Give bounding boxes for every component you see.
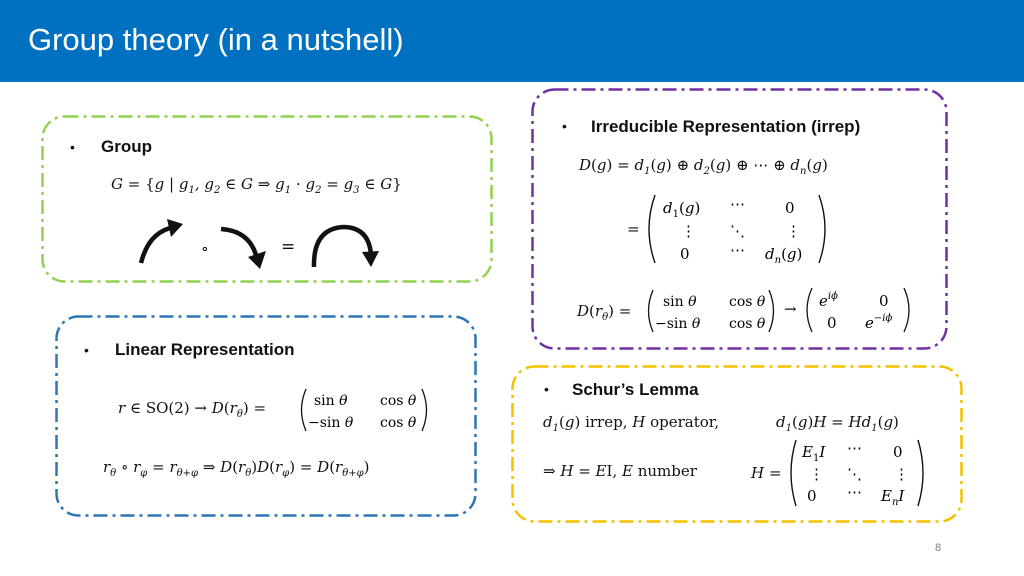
svg-text:sin θ: sin θ (314, 393, 348, 409)
svg-text:0: 0 (893, 443, 903, 461)
block-diagonal-matrix: d1(g) ⋯ 0 ⋮ ⋱ ⋮ 0 ⋯ dn(g) (648, 194, 826, 266)
svg-text:⋯: ⋯ (730, 195, 745, 213)
irrep-heading: Irreducible Representation (irrep) (591, 117, 861, 136)
irrep-box: • Irreducible Representation (irrep) D(g… (531, 88, 948, 350)
group-definition: G = {g | g1, g2 ∈ G ⇒ g1 · g2 = g3 ∈ G} (111, 175, 402, 196)
rotation-matrix: sin θ cos θ −sin θ cos θ (300, 388, 428, 432)
diagonalize-arrow: → (784, 300, 797, 318)
svg-text:dn(g): dn(g) (765, 245, 802, 266)
slide-title: Group theory (in a nutshell) (28, 22, 404, 57)
linear-bullet: • (84, 342, 89, 358)
schur-box-border (511, 365, 963, 523)
linear-box-border (55, 315, 477, 517)
svg-text:0: 0 (827, 314, 837, 332)
svg-text:d1(g): d1(g) (663, 199, 700, 220)
curved-arrow-down-icon (220, 226, 266, 269)
h-diagonal-matrix: E1I ⋯ 0 ⋮ ⋱ ⋮ 0 ⋯ EnI (790, 439, 924, 508)
schur-conclusion: ⇒ H = EI, E number (543, 462, 697, 480)
svg-text:⋮: ⋮ (894, 465, 909, 483)
svg-text:e−iϕ: e−iϕ (865, 313, 892, 332)
irrep-rotation-lhs: D(rθ) = (577, 302, 632, 323)
equals-symbol: = (281, 237, 296, 257)
schur-hypothesis: d1(g) irrep, H operator, (543, 413, 720, 434)
svg-text:⋮: ⋮ (809, 465, 824, 483)
irrep-box-border (531, 88, 948, 350)
h-matrix-lhs: H = (751, 464, 782, 482)
schur-bullet: • (544, 381, 549, 397)
svg-text:EnI: EnI (880, 487, 905, 508)
linear-heading: Linear Representation (115, 340, 295, 359)
compose-symbol: ∘ (201, 239, 209, 258)
svg-text:E1I: E1I (801, 443, 826, 464)
block-equals: = (627, 220, 640, 238)
svg-text:−sin θ: −sin θ (308, 415, 354, 431)
direct-sum-decomposition: D(g) = d1(g) ⊕ d2(g) ⊕ ⋯ ⊕ dn(g) (579, 156, 828, 177)
svg-text:⋱: ⋱ (730, 222, 745, 240)
svg-text:cos θ: cos θ (729, 294, 766, 310)
diagonal-phase-matrix: eiϕ 0 0 e−iϕ (806, 287, 910, 333)
svg-text:cos θ: cos θ (729, 316, 766, 332)
svg-text:⋯: ⋯ (847, 483, 862, 501)
group-box: • Group G = {g | g1, g2 ∈ G ⇒ g1 · g2 = … (41, 115, 493, 283)
svg-text:0: 0 (879, 292, 889, 310)
group-box-border (41, 115, 493, 283)
irrep-bullet: • (562, 118, 567, 134)
svg-text:0: 0 (785, 199, 795, 217)
curved-arrow-arc-icon (311, 224, 379, 268)
svg-text:⋯: ⋯ (847, 439, 862, 457)
schur-lemma-box: • Schur’s Lemma d1(g) irrep, H operator,… (511, 365, 963, 523)
linear-so2-map: r ∈ SO(2) → D(rθ) = (118, 399, 267, 420)
svg-text:0: 0 (807, 487, 817, 505)
homomorphism-relation: rθ ∘ rφ = rθ+φ ⇒ D(rθ)D(rφ) = D(rθ+φ) (103, 458, 370, 479)
svg-text:⋮: ⋮ (786, 222, 801, 240)
svg-text:eiϕ: eiϕ (819, 291, 838, 310)
curved-arrow-up-icon (138, 219, 183, 264)
schur-heading: Schur’s Lemma (572, 380, 699, 399)
svg-text:sin θ: sin θ (663, 294, 697, 310)
svg-text:−sin θ: −sin θ (655, 316, 701, 332)
title-bar: Group theory (in a nutshell) (0, 0, 1024, 82)
commutation-relation: d1(g)H = Hd1(g) (776, 413, 899, 434)
svg-text:cos θ: cos θ (380, 415, 417, 431)
irrep-rotation-matrix: sin θ cos θ −sin θ cos θ (647, 289, 775, 333)
group-heading: Group (101, 137, 152, 156)
svg-text:⋯: ⋯ (730, 241, 745, 259)
page-number: 8 (935, 542, 942, 554)
group-bullet: • (70, 139, 75, 155)
svg-text:0: 0 (680, 245, 690, 263)
svg-text:⋱: ⋱ (847, 465, 862, 483)
linear-representation-box: • Linear Representation r ∈ SO(2) → D(rθ… (55, 315, 477, 517)
svg-text:⋮: ⋮ (681, 222, 696, 240)
svg-text:cos θ: cos θ (380, 393, 417, 409)
